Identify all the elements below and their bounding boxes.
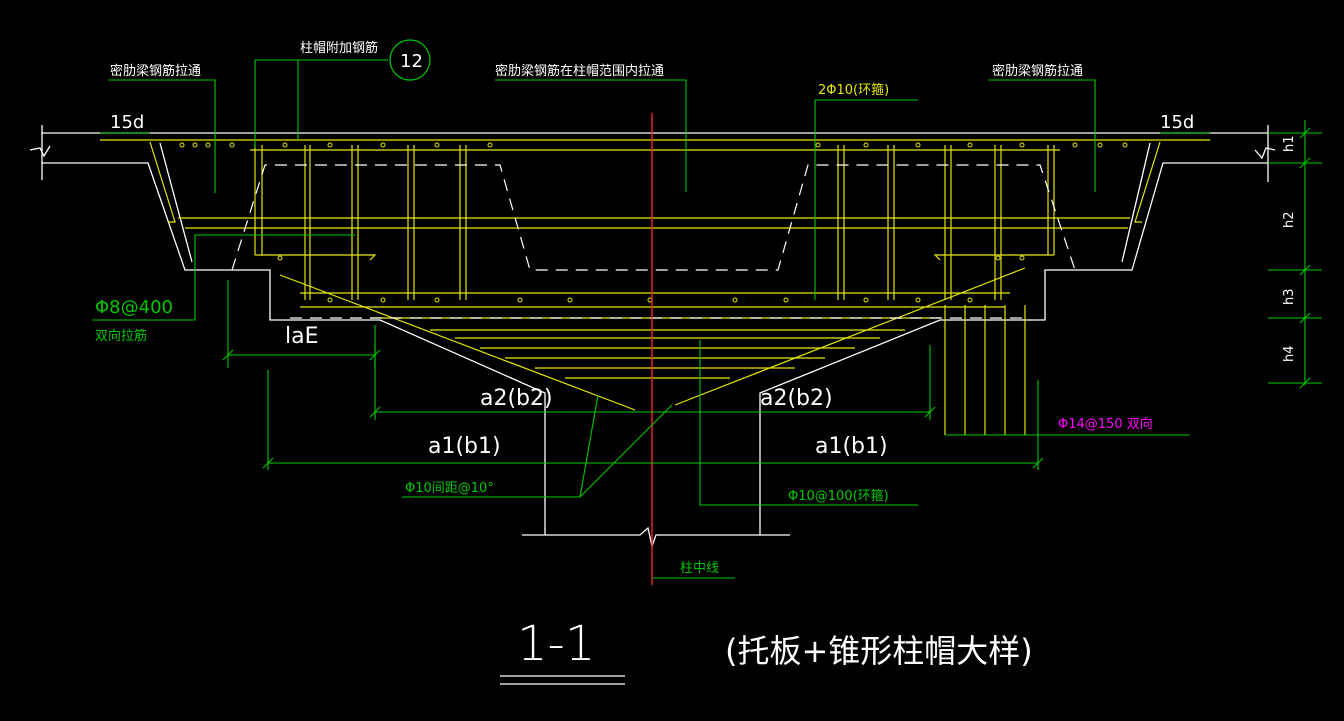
height-dimension-line: [1268, 120, 1322, 385]
leader-cap-extra: [254, 59, 388, 148]
label-lae: laE: [285, 324, 319, 349]
label-h2: h2: [1282, 211, 1297, 228]
label-a1-right: a1(b1): [815, 434, 888, 459]
cap-section-inner-line: [159, 142, 1151, 263]
stirrups-left: [254, 145, 467, 300]
label-phi8: Φ8@400: [95, 297, 173, 318]
cone-ring-bars: [370, 317, 940, 379]
label-rib-within: 密肋梁钢筋在柱帽范围内拉通: [495, 63, 664, 79]
label-h1: h1: [1282, 135, 1297, 152]
detail-number-circle: [389, 39, 431, 81]
left-break-mark: [29, 125, 51, 180]
label-a2-right: a2(b2): [760, 386, 833, 411]
column-bottom: [522, 526, 790, 549]
title-underline: [500, 675, 625, 685]
cone-rebar-right: [674, 267, 1026, 406]
section-number: 1-1: [517, 616, 595, 672]
leader-rib-right: [988, 79, 1096, 192]
label-a2-left: a2(b2): [480, 386, 553, 411]
leader-phi10-spacing: [402, 394, 673, 498]
dashed-outlines: [231, 164, 1076, 319]
cap-section-outline: [42, 162, 1268, 535]
label-15d-left: 15d: [110, 112, 144, 133]
label-phi10-100: Φ10@100(环箍): [788, 488, 889, 504]
label-cap-extra: 柱帽附加钢筋: [300, 40, 378, 56]
leader-2phi10: [814, 99, 918, 300]
rebar-dots: [179, 142, 1128, 303]
label-15d-right: 15d: [1160, 112, 1194, 133]
label-rib-right: 密肋梁钢筋拉通: [992, 63, 1083, 79]
label-phi10-spacing: Φ10间距@10°: [405, 481, 494, 496]
dim-a1: [262, 370, 1044, 470]
label-h4: h4: [1282, 345, 1297, 362]
leader-phi8: [92, 234, 355, 321]
label-rib-left: 密肋梁钢筋拉通: [110, 63, 201, 79]
cone-rebar-left: [279, 274, 636, 411]
dim-ticks-right: [1299, 127, 1311, 389]
label-a1-left: a1(b1): [428, 434, 501, 459]
right-break-mark: [1254, 125, 1276, 182]
leader-rib-left: [108, 79, 216, 193]
leader-phi10-100: [699, 340, 918, 506]
leader-rib-within: [495, 79, 687, 192]
text-labels: 密肋梁钢筋拉通 柱帽附加钢筋 12 密肋梁钢筋在柱帽范围内拉通 密肋梁钢筋拉通 …: [95, 40, 1297, 576]
label-h3: h3: [1282, 288, 1297, 305]
section-caption: (托板+锥形柱帽大样): [725, 632, 1033, 670]
drawing-title: 1-1 (托板+锥形柱帽大样): [500, 616, 1033, 685]
rebar-group: [100, 139, 1210, 435]
label-ring-2phi10: 2Φ10(环箍): [818, 82, 889, 98]
label-tie-two-way: 双向拉筋: [95, 328, 147, 344]
label-phi14: Φ14@150 双向: [1058, 416, 1153, 432]
label-column-center: 柱中线: [680, 561, 719, 576]
right-slope-rebar: [1134, 141, 1161, 223]
left-slope-rebar: [149, 141, 176, 223]
concrete-outline: [29, 125, 1276, 549]
dashed-rib-left: [231, 164, 1076, 271]
dim-a2: [369, 345, 936, 420]
right-vertical-bars: [944, 305, 1026, 435]
stirrups-right: [837, 145, 1055, 300]
leader-lines: [92, 59, 1322, 579]
stirrups-hooks: [255, 254, 1054, 261]
label-circle-num: 12: [400, 51, 423, 72]
